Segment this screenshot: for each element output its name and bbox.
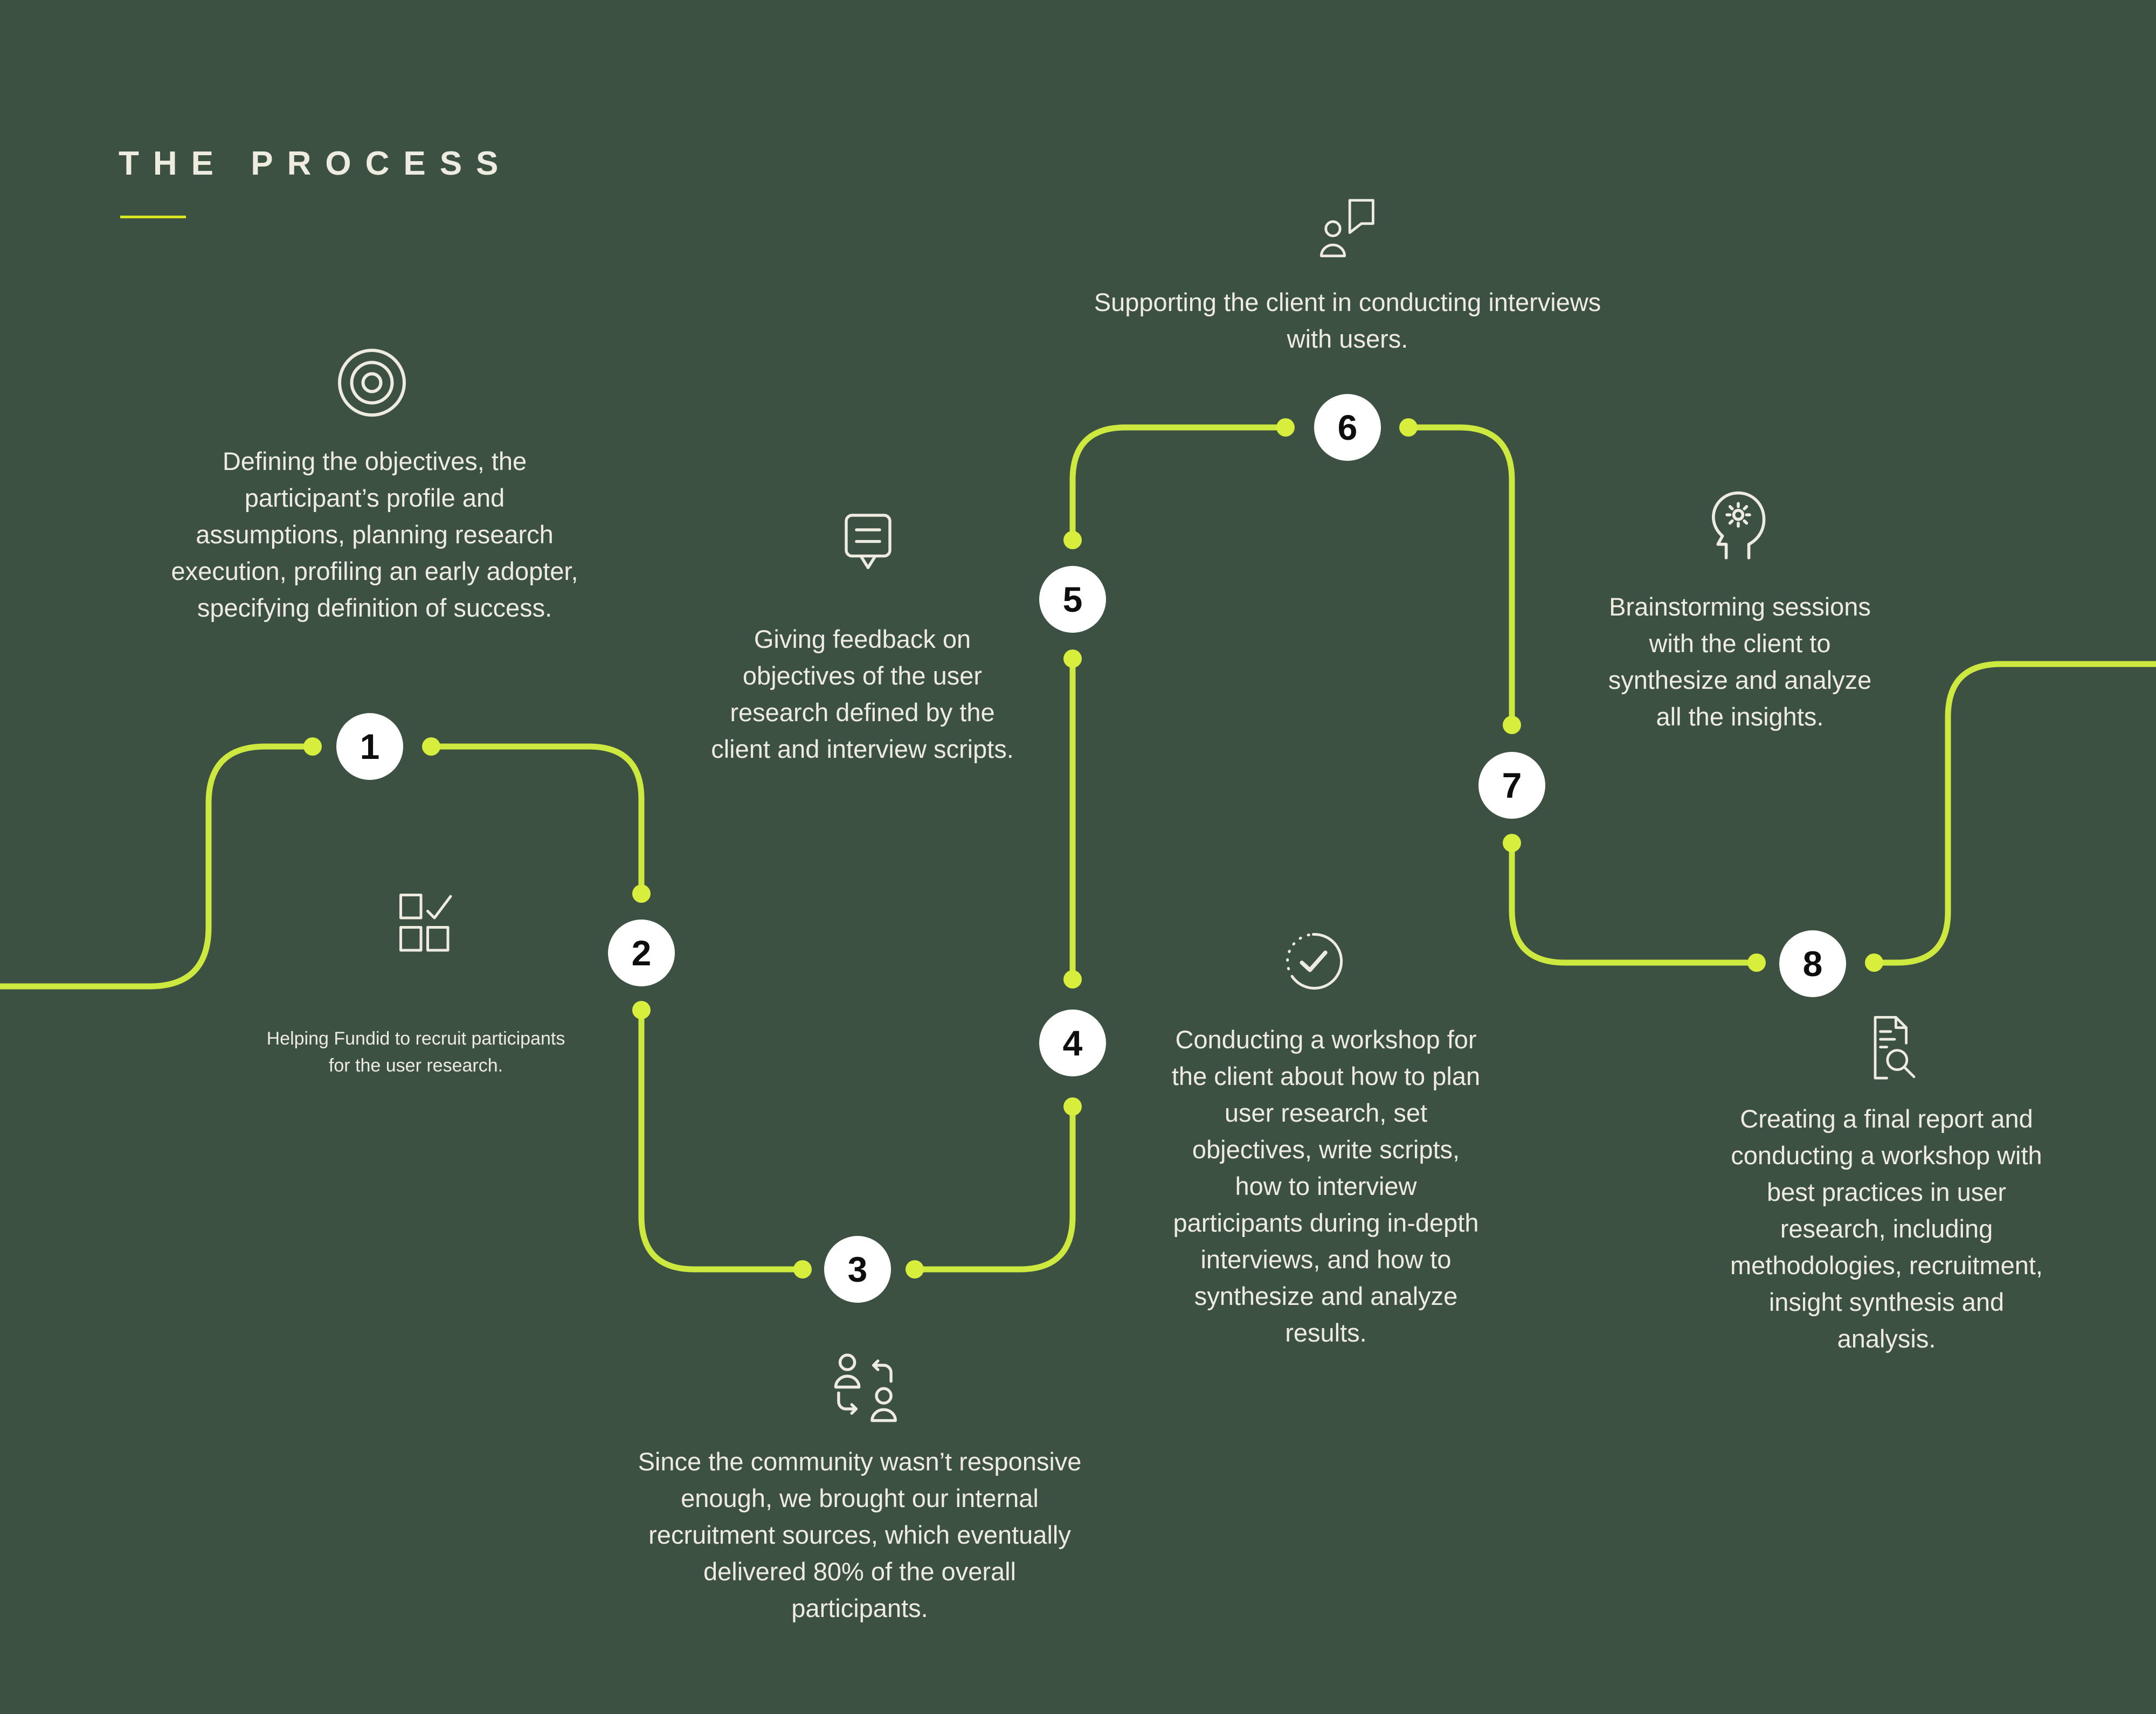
page-title: THE PROCESS bbox=[119, 145, 513, 182]
target-icon bbox=[331, 342, 412, 423]
step-number: 1 bbox=[360, 727, 380, 766]
step-circle-8: 8 bbox=[1779, 930, 1846, 997]
comment-icon bbox=[832, 507, 904, 582]
step-circle-7: 7 bbox=[1478, 752, 1545, 819]
connector-dots bbox=[303, 418, 1883, 1278]
step-number: 2 bbox=[631, 933, 652, 973]
step-number: 3 bbox=[847, 1249, 868, 1289]
step-number: 8 bbox=[1802, 944, 1823, 984]
step-circle-5: 5 bbox=[1039, 566, 1106, 633]
doc-search-icon bbox=[1856, 1013, 1920, 1083]
step-text-1: Defining the objectives, the participant… bbox=[171, 447, 578, 622]
check-circle-icon bbox=[1280, 928, 1347, 995]
step-text-3: Since the community wasn’t responsive en… bbox=[638, 1447, 1082, 1622]
step-text-7: Brainstorming sessions with the client t… bbox=[1608, 592, 1872, 731]
step-circle-1: 1 bbox=[336, 713, 403, 780]
step-text-6: Supporting the client in conducting inte… bbox=[1094, 288, 1601, 353]
step-text-5: Giving feedback on objectives of the use… bbox=[711, 625, 1014, 763]
checklist-icon bbox=[391, 888, 459, 956]
step-text-2: Helping Fundid to recruit participants f… bbox=[266, 1028, 565, 1076]
step-circle-3: 3 bbox=[824, 1236, 891, 1303]
step-circle-2: 2 bbox=[608, 920, 675, 986]
step-number: 7 bbox=[1502, 765, 1522, 805]
step-circle-4: 4 bbox=[1039, 1010, 1106, 1076]
step-number: 4 bbox=[1062, 1023, 1083, 1063]
person-bubble-icon bbox=[1314, 195, 1378, 260]
step-text-8: Creating a final report and conducting a… bbox=[1730, 1104, 2043, 1353]
people-swap-icon bbox=[828, 1351, 901, 1423]
step-number: 6 bbox=[1337, 407, 1358, 447]
step-number: 5 bbox=[1062, 579, 1083, 619]
title-underline bbox=[120, 216, 186, 218]
head-gear-icon bbox=[1701, 473, 1776, 559]
step-circle-6: 6 bbox=[1314, 394, 1381, 461]
step-text-4: Conducting a workshop for the client abo… bbox=[1171, 1025, 1481, 1347]
